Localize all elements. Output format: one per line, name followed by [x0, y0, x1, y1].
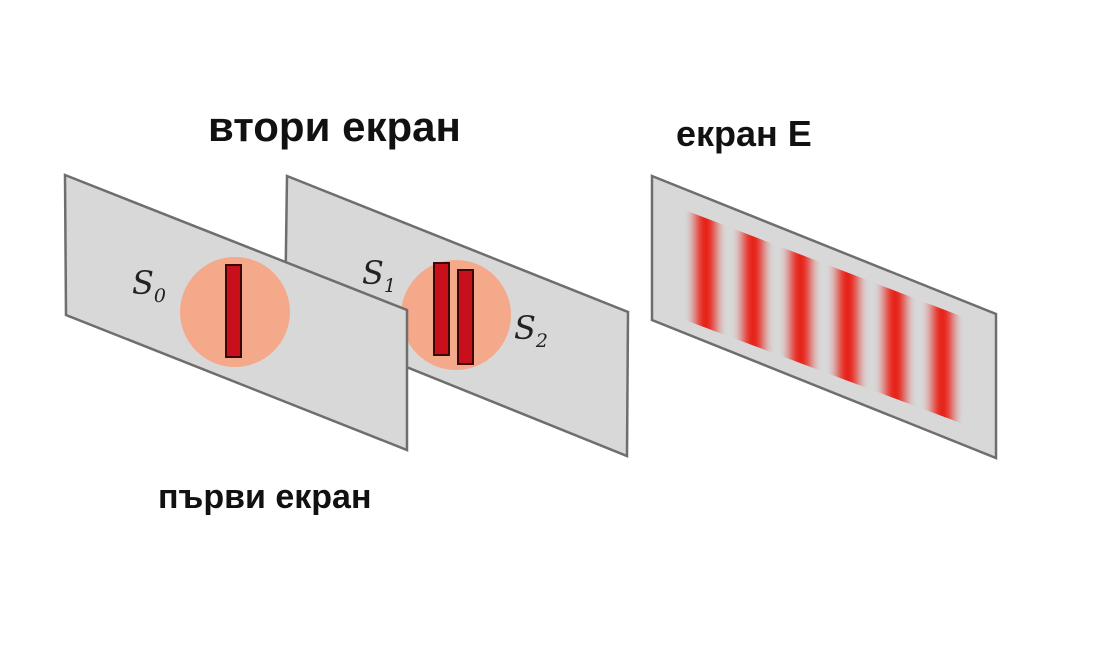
slit-s2: [457, 269, 474, 365]
fringe-band: [682, 210, 966, 424]
slit-s0-label: S0: [132, 264, 166, 307]
first-screen-label: първи екран: [158, 478, 372, 516]
second-screen-label: втори екран: [208, 103, 461, 150]
slit-s1: [433, 262, 450, 356]
slit-s0: [225, 264, 242, 358]
slit-s1-label: S1: [362, 254, 396, 297]
second-screen-light-spot: [401, 260, 511, 370]
slit-s2-label: S2: [514, 309, 548, 352]
screen-e-label: екран E: [676, 113, 812, 154]
interference-fringes: [682, 210, 966, 424]
